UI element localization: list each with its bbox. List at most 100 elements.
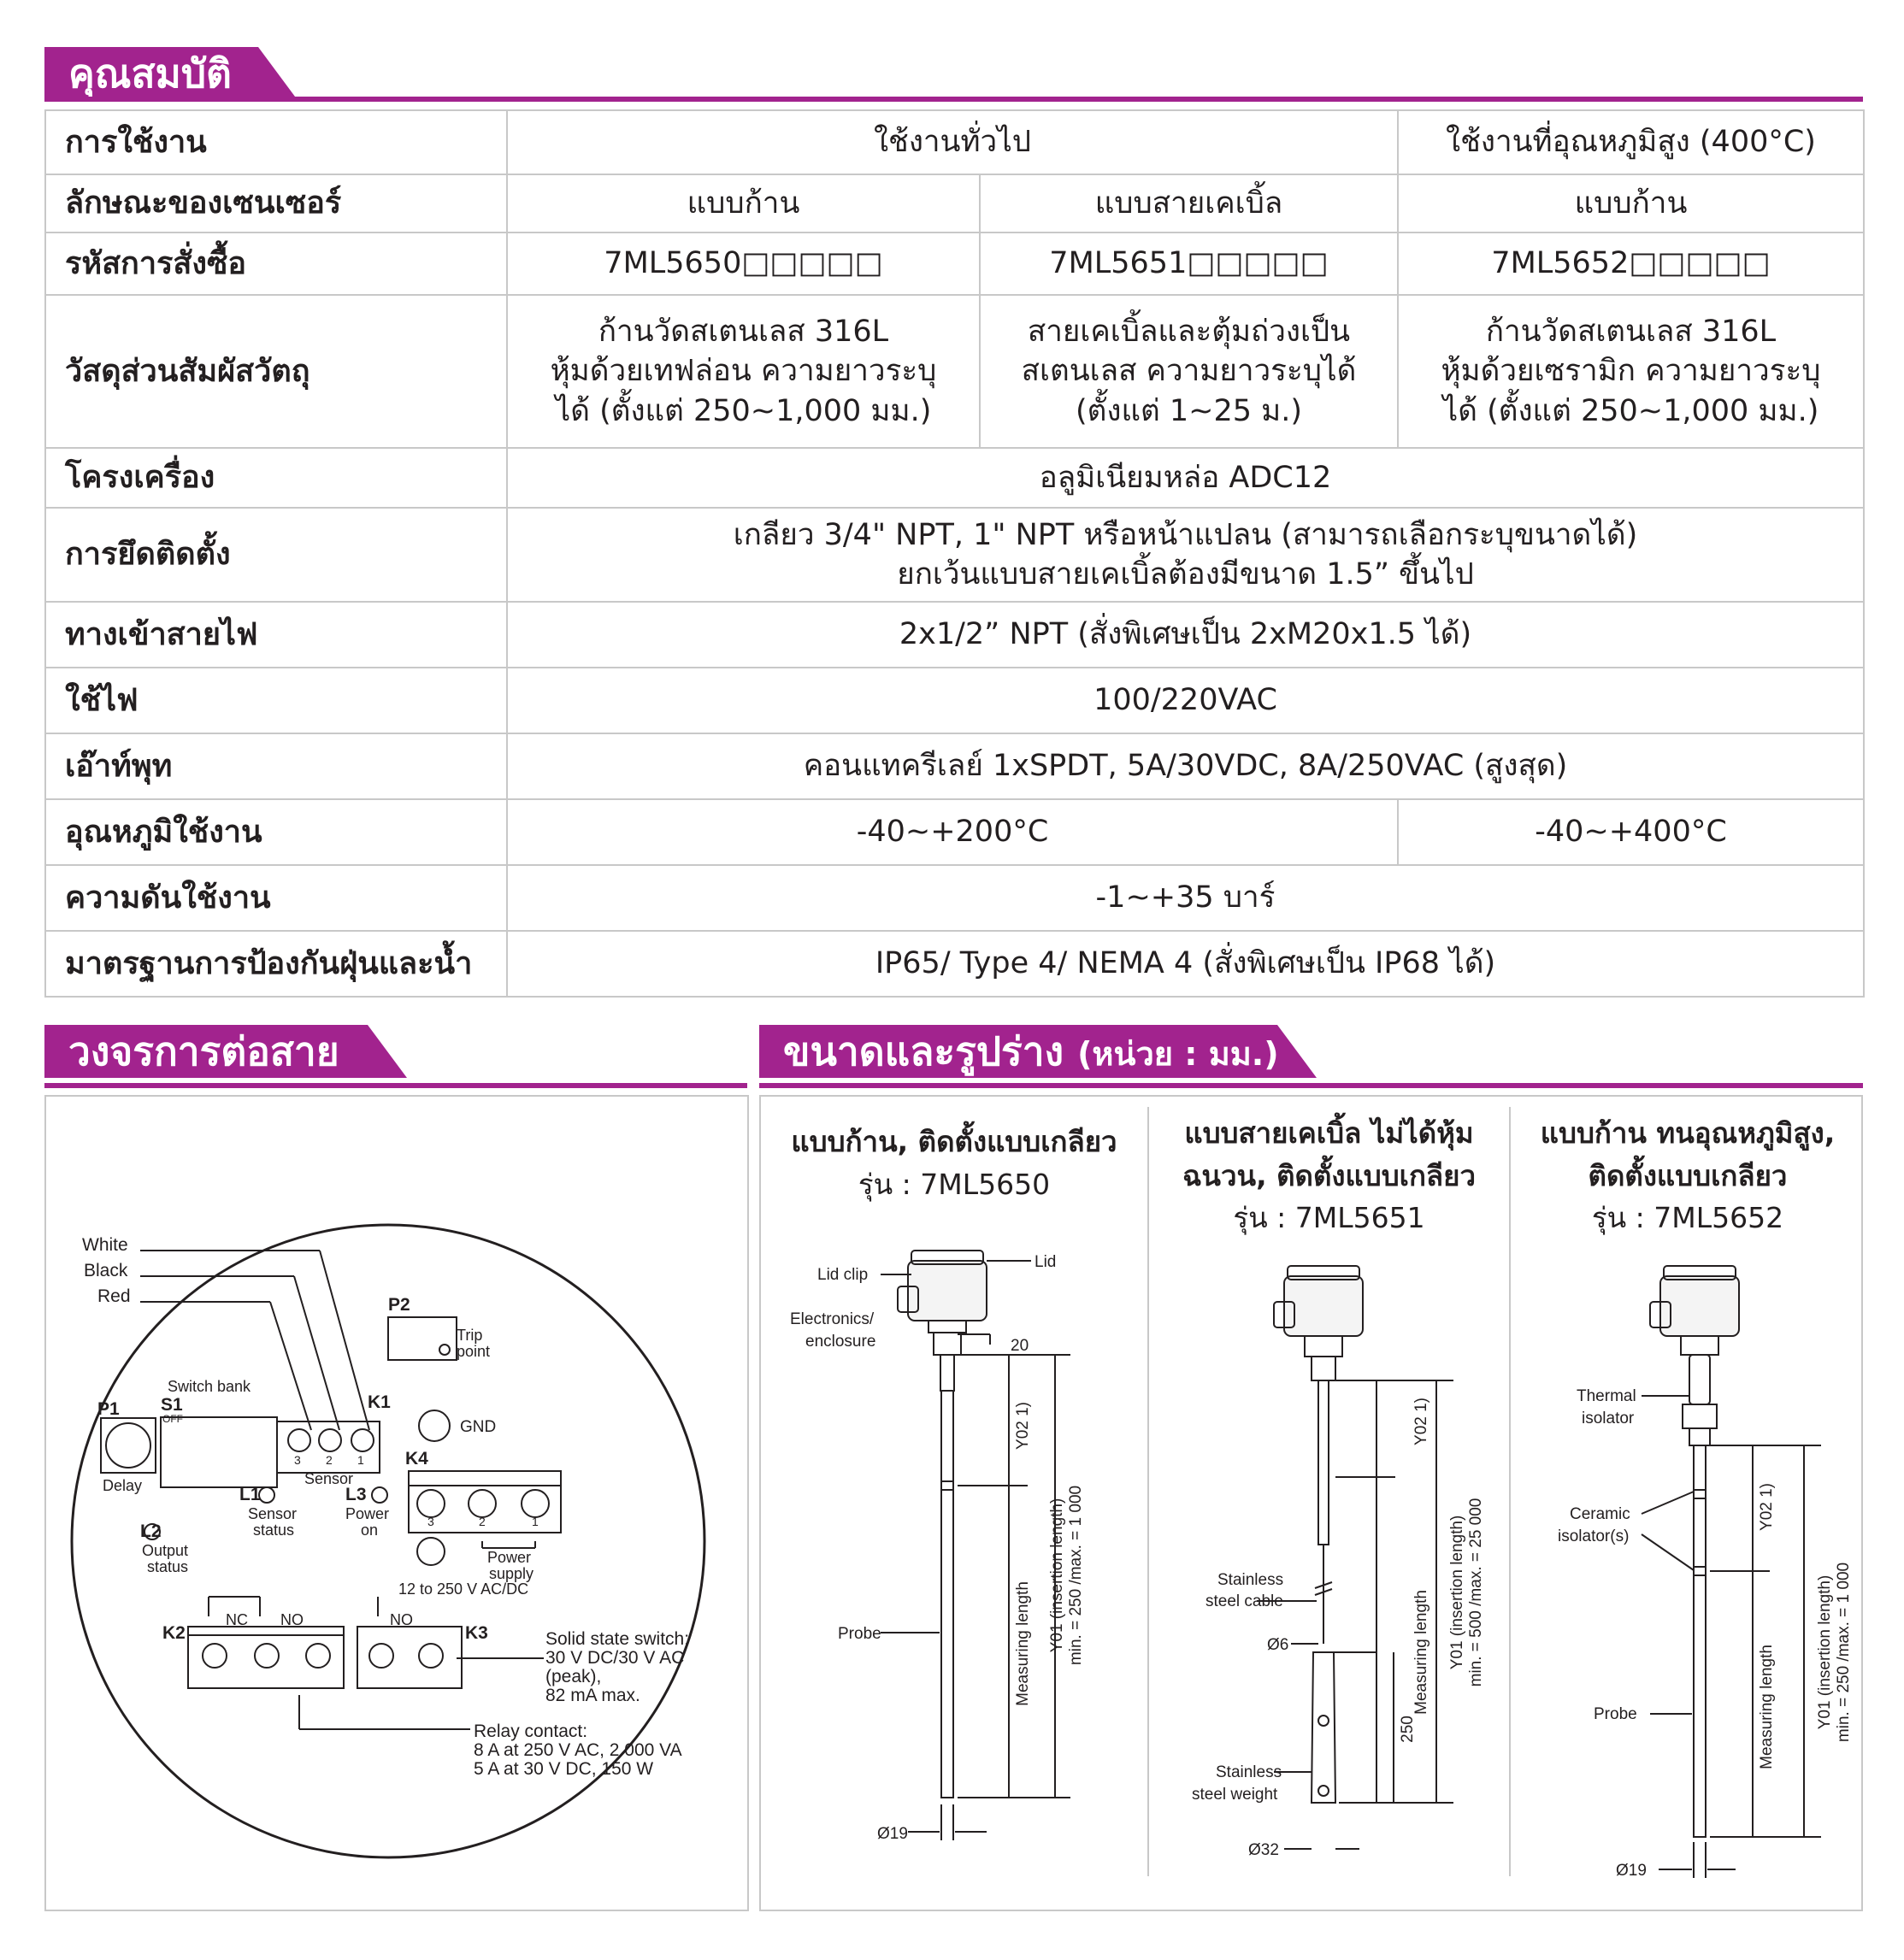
section-header-wiring: วงจรการต่อสาย — [44, 1025, 407, 1078]
wiring-panel: White Black Red P2 Trip point Switch ban… — [44, 1095, 749, 1911]
spec-value: 2x1/2” NPT (สั่งพิเศษเป็น 2xM20x1.5 ได้) — [506, 601, 1865, 668]
svg-text:L3: L3 — [345, 1485, 367, 1504]
svg-text:GND: GND — [460, 1418, 496, 1436]
svg-text:12 to 250 V AC/DC: 12 to 250 V AC/DC — [398, 1580, 528, 1598]
svg-text:steel weight: steel weight — [1192, 1786, 1278, 1804]
svg-text:Measuring length: Measuring length — [1758, 1645, 1776, 1769]
spec-row: รหัสการสั่งซื้อ 7ML5650□□□□□ 7ML5651□□□□… — [44, 232, 1865, 296]
section-divider — [759, 1083, 1863, 1088]
dimensions-unit: (หน่วย : มม.) — [1077, 1035, 1279, 1073]
svg-text:K1: K1 — [368, 1392, 391, 1412]
svg-text:OFF: OFF — [162, 1413, 183, 1425]
svg-text:Y01 (insertion length): Y01 (insertion length) — [1048, 1498, 1066, 1653]
spec-value: IP65/ Type 4/ NEMA 4 (สั่งพิเศษเป็น IP68… — [506, 930, 1865, 998]
section-divider — [44, 1083, 747, 1088]
model-7ml5651-caption: แบบสายเคเบิ้ล ไม่ได้หุ้ม ฉนวน, ติดตั้งแบ… — [1182, 1116, 1477, 1234]
svg-text:Ø19: Ø19 — [877, 1825, 908, 1843]
spec-table: การใช้งาน ใช้งานทั่วไป ใช้งานที่อุณหภูมิ… — [44, 109, 1865, 998]
spec-value: -40~+200°C — [506, 798, 1399, 866]
spec-label: ความดันใช้งาน — [44, 864, 508, 932]
model-7ml5652-drawing — [1641, 1265, 1821, 1878]
model-7ml5651-drawing — [1257, 1265, 1453, 1850]
svg-text:Stainless: Stainless — [1217, 1571, 1283, 1589]
svg-text:Ceramic: Ceramic — [1570, 1505, 1630, 1523]
svg-text:Relay contact:: Relay contact: — [474, 1722, 587, 1741]
spec-row: การยึดติดตั้ง เกลียว 3/4" NPT, 1" NPT หร… — [44, 507, 1865, 603]
spec-label: การยึดติดตั้ง — [44, 507, 508, 603]
spec-row: โครงเครื่อง อลูมิเนียมหล่อ ADC12 — [44, 447, 1865, 509]
svg-text:Ø19: Ø19 — [1616, 1862, 1647, 1880]
svg-text:NO: NO — [280, 1611, 304, 1628]
svg-text:1: 1 — [357, 1453, 364, 1467]
spec-value: 100/220VAC — [506, 667, 1865, 734]
svg-text:isolator(s): isolator(s) — [1558, 1527, 1629, 1545]
svg-text:enclosure: enclosure — [805, 1333, 875, 1351]
spec-label: ทางเข้าสายไฟ — [44, 601, 508, 668]
svg-text:Ø32: Ø32 — [1248, 1841, 1279, 1859]
model-7ml5652-caption: แบบก้าน ทนอุณหภูมิสูง, ติดตั้งแบบเกลียว … — [1540, 1116, 1836, 1234]
svg-text:250: 250 — [1399, 1716, 1417, 1743]
svg-text:L1: L1 — [239, 1485, 261, 1504]
spec-label: ใช้ไฟ — [44, 667, 508, 734]
spec-value: อลูมิเนียมหล่อ ADC12 — [506, 447, 1865, 509]
spec-label: มาตรฐานการป้องกันฝุ่นและน้ำ — [44, 930, 508, 998]
svg-text:8 A at 250 V AC, 2 000 VA: 8 A at 250 V AC, 2 000 VA — [474, 1740, 682, 1760]
svg-text:isolator: isolator — [1582, 1410, 1635, 1427]
section-header-dimensions: ขนาดและรูปร่าง (หน่วย : มม.) — [759, 1025, 1317, 1078]
svg-text:1: 1 — [532, 1515, 539, 1528]
svg-text:Electronics/: Electronics/ — [790, 1310, 875, 1328]
spec-row: อุณหภูมิใช้งาน -40~+200°C -40~+400°C — [44, 798, 1865, 866]
svg-text:status: status — [147, 1558, 188, 1575]
svg-text:Y01 (insertion length): Y01 (insertion length) — [1816, 1575, 1834, 1730]
svg-text:min. = 250 /max. = 1 000: min. = 250 /max. = 1 000 — [1067, 1486, 1085, 1665]
spec-value: เกลียว 3/4" NPT, 1" NPT หรือหน้าแปลน (สา… — [506, 507, 1865, 603]
spec-row: เอ๊าท์พุท คอนแทครีเลย์ 1xSPDT, 5A/30VDC,… — [44, 733, 1865, 800]
spec-value: คอนแทครีเลย์ 1xSPDT, 5A/30VDC, 8A/250VAC… — [506, 733, 1865, 800]
spec-value: -40~+400°C — [1397, 798, 1865, 866]
wiring-diagram: White Black Red P2 Trip point Switch ban… — [70, 1223, 706, 1859]
svg-text:point: point — [457, 1343, 490, 1360]
spec-value: แบบสายเคเบิ้ล — [979, 174, 1399, 233]
svg-text:Delay: Delay — [103, 1477, 142, 1494]
spec-row: ใช้ไฟ 100/220VAC — [44, 667, 1865, 734]
spec-label: รหัสการสั่งซื้อ — [44, 232, 508, 296]
svg-text:Lid: Lid — [1035, 1253, 1056, 1271]
svg-text:K3: K3 — [465, 1623, 488, 1643]
spec-value: แบบก้าน — [1397, 174, 1865, 233]
svg-text:3: 3 — [427, 1515, 434, 1528]
svg-text:30 V DC/30 V AC: 30 V DC/30 V AC — [545, 1648, 684, 1668]
spec-value: 7ML5651□□□□□ — [979, 232, 1399, 296]
svg-text:Trip: Trip — [457, 1327, 482, 1344]
svg-text:S1: S1 — [161, 1395, 183, 1415]
svg-text:K4: K4 — [405, 1449, 428, 1469]
svg-text:5 A at 30 V DC, 150 W: 5 A at 30 V DC, 150 W — [474, 1759, 653, 1779]
column-divider — [1147, 1107, 1149, 1876]
svg-text:min. = 250 /max. = 1 000: min. = 250 /max. = 1 000 — [1835, 1563, 1853, 1742]
spec-label: โครงเครื่อง — [44, 447, 508, 509]
svg-text:Power: Power — [345, 1505, 389, 1522]
svg-text:2: 2 — [479, 1515, 486, 1528]
svg-text:2: 2 — [326, 1453, 333, 1467]
svg-text:Probe: Probe — [1594, 1705, 1637, 1723]
svg-text:20: 20 — [1011, 1337, 1029, 1355]
spec-value: แบบก้าน — [506, 174, 981, 233]
spec-label: อุณหภูมิใช้งาน — [44, 798, 508, 866]
spec-label: ลักษณะของเซนเซอร์ — [44, 174, 508, 233]
dimension-drawings: Lid clip Lid Electronics/ enclosure 20 P… — [790, 1250, 1853, 1880]
svg-text:P1: P1 — [97, 1399, 120, 1419]
svg-text:status: status — [253, 1522, 294, 1539]
svg-text:Output: Output — [142, 1542, 188, 1559]
svg-text:Stainless: Stainless — [1216, 1763, 1282, 1781]
svg-text:K2: K2 — [162, 1623, 186, 1643]
svg-text:Y02 1): Y02 1) — [1014, 1402, 1032, 1450]
svg-text:Sensor: Sensor — [248, 1505, 297, 1522]
spec-value: ใช้งานที่อุณหภูมิสูง (400°C) — [1397, 109, 1865, 175]
spec-value: ใช้งานทั่วไป — [506, 109, 1399, 175]
svg-text:NC: NC — [226, 1611, 248, 1628]
spec-value: 7ML5650□□□□□ — [506, 232, 981, 296]
svg-text:Y02 1): Y02 1) — [1758, 1483, 1776, 1531]
svg-text:White: White — [82, 1235, 128, 1255]
svg-text:Probe: Probe — [838, 1625, 881, 1643]
